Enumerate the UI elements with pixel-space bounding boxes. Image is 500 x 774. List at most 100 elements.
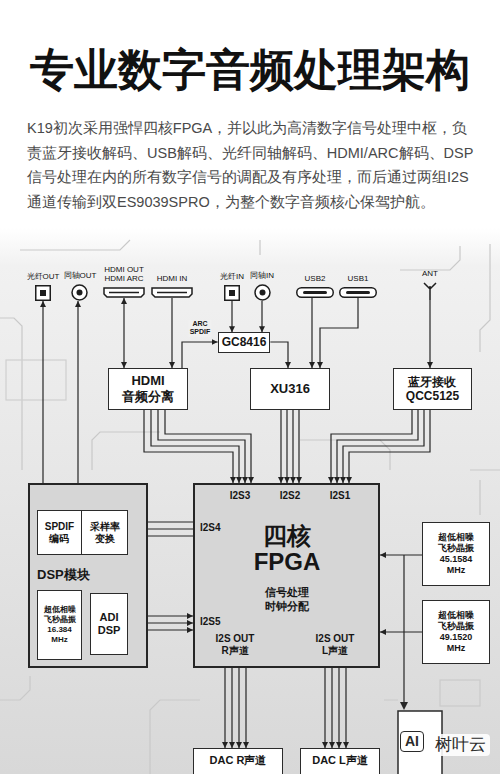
chip-outline <box>440 680 480 706</box>
jack-core <box>109 292 139 294</box>
signal-connector <box>325 668 346 748</box>
signal-line <box>298 410 299 483</box>
opt-jack-icon <box>35 285 51 301</box>
usb-jack-icon <box>339 287 377 298</box>
jack-core <box>346 291 370 294</box>
box-label: 蓝牙接收 QCC5125 <box>406 375 459 404</box>
signal-line <box>261 301 262 332</box>
antenna-port: ANT <box>422 269 438 300</box>
receiver-chip-box: GC8416 <box>218 332 271 352</box>
arrowhead <box>400 702 408 710</box>
signal-line <box>231 668 232 748</box>
signal-connector <box>320 298 358 368</box>
chip-title: 四核 FPGA <box>254 523 321 576</box>
circuit-traces <box>0 240 500 774</box>
coax-in-port: 同轴IN <box>250 271 274 301</box>
signal-line <box>380 631 422 632</box>
box-label: ADI DSP <box>98 611 121 637</box>
hdmi-in-port: HDMI IN <box>151 274 193 298</box>
antenna-symbol <box>424 283 436 300</box>
usb-port: USB1 <box>339 274 377 298</box>
hdmi-jack-icon <box>151 287 193 298</box>
usb-port: USB2 <box>296 274 334 298</box>
signal-connector <box>124 298 125 368</box>
port-label: 同轴IN <box>250 271 274 281</box>
port-name: I2S OUT L声道 <box>307 633 363 657</box>
ant-jack-icon <box>423 282 437 300</box>
port-label: 光纤OUT <box>27 272 60 282</box>
dac-box: DAC L声道 <box>300 748 380 774</box>
signal-connector <box>380 632 422 633</box>
crystal-box: 超低相噪 飞秒晶振 49.1520 MHz <box>422 600 490 664</box>
port-name: I2S1 <box>330 490 351 502</box>
signal-line <box>158 410 245 483</box>
dsp-module-panel: DSP模块 SPDIF 编码采样率 变换超低相噪 飞秒晶振 16.384 MHz A… <box>28 483 148 668</box>
port-name: I2S OUT R声道 <box>207 633 263 657</box>
dac-box: DAC R声道 <box>193 748 283 774</box>
jack-core <box>40 290 46 296</box>
port-label: ANT <box>422 269 438 279</box>
opt-jack-icon <box>224 285 240 301</box>
coax-jack-icon <box>71 284 88 301</box>
signal-line <box>349 410 430 483</box>
box-label: SPDIF 编码 <box>45 521 74 545</box>
port-label: USB1 <box>348 274 369 284</box>
signal-line <box>270 342 288 368</box>
optical-out-port: 光纤OUT <box>27 272 60 301</box>
box-label: DAC R声道 <box>210 754 267 767</box>
signal-connector <box>262 301 263 332</box>
watermark: 树叶云 <box>431 734 490 756</box>
jack-core <box>303 291 327 294</box>
coax-jack-icon <box>254 284 271 301</box>
signal-connector <box>312 298 313 368</box>
signal-connector <box>182 342 218 368</box>
watermark-logo: AI <box>400 731 424 752</box>
signal-line <box>380 554 422 555</box>
hdmi-jack-icon <box>103 287 145 298</box>
port-label: 光纤IN <box>220 272 244 282</box>
jack-outline <box>152 288 192 297</box>
signal-line <box>224 668 225 748</box>
signal-line <box>42 301 43 510</box>
signal-connector <box>270 342 288 368</box>
process-box: SPDIF 编码 <box>37 510 82 555</box>
box-label: 采样率 变换 <box>90 521 120 545</box>
jack-core <box>157 292 187 294</box>
signal-connector <box>430 300 431 368</box>
jack-outline <box>297 288 334 298</box>
port-name: I2S4 <box>200 522 221 534</box>
jack-outline <box>36 286 51 301</box>
box-label: 超低相噪 飞秒晶振 16.384 MHz <box>44 605 76 645</box>
signal-line <box>77 301 78 510</box>
jack-outline <box>72 285 87 300</box>
signal-line <box>331 668 332 748</box>
port-label: HDMI IN <box>157 274 188 284</box>
jack-outline <box>225 286 240 301</box>
box-label: DAC L声道 <box>312 754 368 767</box>
port-label: USB2 <box>305 274 326 284</box>
signal-line <box>123 298 124 368</box>
fpga-panel: 四核 FPGA信号处理 时钟分配I2S3I2S2I2S1I2S4I2S5I2S … <box>193 483 380 668</box>
signal-connector <box>281 410 299 483</box>
coax-out-port: 同轴OUT <box>64 271 97 301</box>
port-name: I2S2 <box>280 490 301 502</box>
process-box: 蓝牙接收 QCC5125 <box>393 368 472 410</box>
process-box: ADI DSP <box>90 593 128 655</box>
port-name: I2S5 <box>200 616 221 628</box>
chip-function: 信号处理 时钟分配 <box>265 585 309 614</box>
jack-outline <box>340 288 377 298</box>
signal-connector <box>144 410 251 483</box>
crystal-box: 超低相噪 飞秒晶振 45.1584 MHz <box>422 522 490 586</box>
crystal-box: 超低相噪 飞秒晶振 16.384 MHz <box>37 590 82 660</box>
chip-outline <box>6 360 66 400</box>
jack-outline <box>255 285 270 300</box>
signal-line <box>238 668 239 748</box>
process-box: XU316 <box>250 368 330 410</box>
signal-connector <box>380 555 422 556</box>
signal-line <box>245 668 246 748</box>
signal-line <box>165 410 251 483</box>
module-title: DSP模块 <box>37 567 90 583</box>
signal-line <box>429 300 430 368</box>
intro-paragraph: K19初次采用强悍四核FPGA，并以此为高清数字信号处理中枢，负责蓝牙接收解码、… <box>27 116 474 214</box>
signal-connector <box>78 301 79 510</box>
